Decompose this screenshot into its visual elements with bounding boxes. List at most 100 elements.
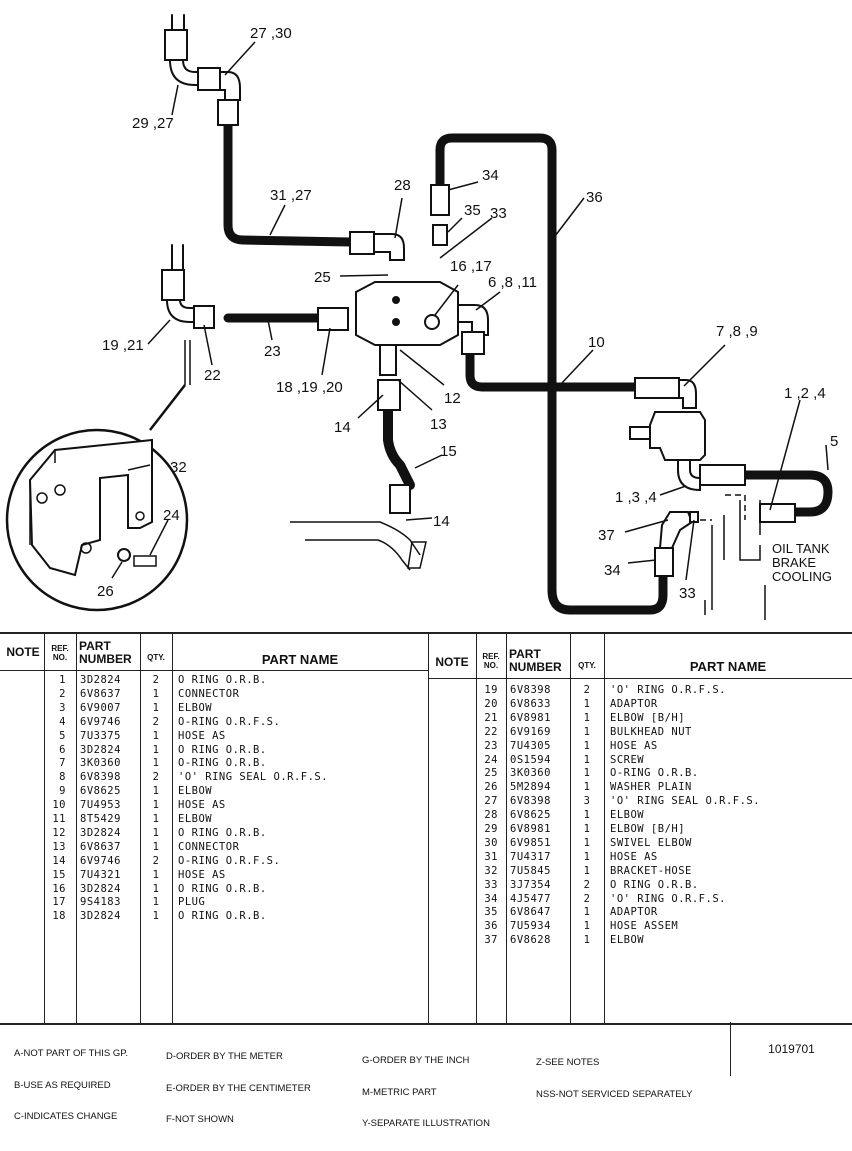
cell-qty: 1 bbox=[152, 826, 160, 839]
cell-qty: 1 bbox=[583, 850, 591, 863]
cell-name: HOSE AS bbox=[178, 729, 226, 742]
elbow-7-8-9 bbox=[678, 379, 697, 409]
legend-z: Z-SEE NOTES bbox=[536, 1057, 600, 1068]
cell-ref: 11 bbox=[52, 813, 66, 825]
legend-col4: Z-SEE NOTES NSS-NOT SERVICED SEPARATELY bbox=[536, 1037, 692, 1121]
fitting-29-27 bbox=[164, 29, 188, 61]
cell-qty: 1 bbox=[152, 813, 160, 825]
cell-name: HOSE AS bbox=[610, 739, 658, 752]
hose-15 bbox=[383, 405, 415, 490]
oil-tank-line1: OIL TANK bbox=[772, 541, 830, 556]
cell-part: 7U4305 bbox=[510, 739, 551, 752]
cell-ref: 9 bbox=[59, 785, 66, 798]
elbow-6-8-11 bbox=[457, 304, 489, 336]
cell-name: CONNECTOR bbox=[178, 840, 240, 853]
fitting-6-8-11b bbox=[461, 331, 485, 355]
cell-part: 6V8625 bbox=[80, 785, 121, 798]
hose-10 bbox=[465, 347, 640, 392]
cell-name: HOSE AS bbox=[610, 850, 658, 863]
cell-part: 8T5429 bbox=[80, 813, 121, 825]
legend: A-NOT PART OF THIS GP. B-USE AS REQUIRED… bbox=[0, 1025, 852, 1128]
cell-qty: 1 bbox=[583, 864, 591, 877]
cell-ref: 22 bbox=[484, 725, 498, 738]
parts-table: NOTE REF. NO. PART NUMBER QTY. PART NAME… bbox=[0, 632, 852, 1025]
header-number: NUMBER bbox=[509, 660, 562, 674]
callout-32: 32 bbox=[170, 459, 187, 476]
cell-ref: 33 bbox=[484, 878, 498, 891]
cell-qty: 1 bbox=[152, 799, 160, 812]
cell-qty: 1 bbox=[152, 687, 160, 700]
callout-14-lower: 14 bbox=[433, 513, 450, 530]
cell-name: HOSE AS bbox=[178, 868, 226, 881]
header-part: PART bbox=[79, 639, 111, 653]
callout-6-8-11: 6 ,8 ,11 bbox=[488, 274, 537, 291]
callout-33: 33 bbox=[490, 205, 507, 222]
frame-clip bbox=[407, 541, 427, 569]
cell-ref: 24 bbox=[484, 753, 498, 766]
fitting-18-20 bbox=[317, 307, 349, 331]
cell-part: 7U3375 bbox=[80, 729, 121, 742]
cell-part: 9S4183 bbox=[80, 896, 121, 909]
col-divider bbox=[604, 634, 605, 1023]
legend-col2: D-ORDER BY THE METER E-ORDER BY THE CENT… bbox=[166, 1031, 311, 1147]
cell-name: 'O' RING O.R.F.S. bbox=[610, 684, 726, 696]
cell-part: 6V8398 bbox=[510, 684, 551, 696]
callout-29-27: 29 ,27 bbox=[132, 115, 174, 132]
cell-qty: 1 bbox=[152, 868, 160, 881]
cell-ref: 13 bbox=[52, 840, 66, 853]
cell-name: HOSE ASSEM bbox=[610, 920, 679, 933]
cell-part: 5M2894 bbox=[510, 781, 551, 794]
cell-part: 3D2824 bbox=[80, 674, 121, 686]
valve-body bbox=[649, 411, 706, 461]
callout-12: 12 bbox=[444, 390, 461, 407]
cell-ref: 21 bbox=[484, 711, 498, 724]
cell-part: 6V9746 bbox=[80, 854, 121, 867]
fitting-14b bbox=[389, 484, 411, 514]
hose-5 bbox=[740, 470, 833, 517]
cell-part: 4J5477 bbox=[510, 892, 551, 905]
fitting-1-2-4 bbox=[759, 503, 796, 523]
legend-nss: NSS-NOT SERVICED SEPARATELY bbox=[536, 1088, 693, 1100]
callout-1-3-4: 1 ,3 ,4 bbox=[615, 489, 657, 506]
cell-name: O-RING O.R.F.S. bbox=[178, 854, 281, 867]
col-divider bbox=[140, 634, 141, 1023]
col-divider bbox=[76, 634, 77, 1023]
cell-qty: 2 bbox=[583, 892, 591, 905]
fitting-35 bbox=[432, 224, 448, 246]
cell-qty: 1 bbox=[152, 910, 160, 923]
cell-name: O RING O.R.B. bbox=[178, 910, 267, 923]
callout-18-19-20: 18 ,19 ,20 bbox=[276, 379, 343, 396]
fitting-1-3-4 bbox=[699, 464, 746, 486]
cell-ref: 17 bbox=[52, 896, 66, 909]
cell-part: 7U4317 bbox=[510, 850, 551, 863]
fitting-7-8-9 bbox=[634, 377, 680, 399]
cell-qty: 1 bbox=[583, 781, 591, 794]
cell-ref: 2 bbox=[59, 687, 66, 700]
cell-qty: 1 bbox=[583, 725, 591, 738]
structure bbox=[149, 340, 766, 620]
cell-name: HOSE AS bbox=[178, 799, 226, 812]
cell-name: O RING O.R.B. bbox=[178, 826, 267, 839]
cell-ref: 6 bbox=[59, 743, 66, 756]
elbow-1-3-4 bbox=[677, 459, 701, 492]
cell-part: 0S1594 bbox=[510, 753, 551, 766]
col-divider bbox=[44, 634, 45, 1023]
hose-36 bbox=[435, 133, 668, 615]
cell-name: ADAPTOR bbox=[610, 697, 658, 710]
bolt-hole-a bbox=[36, 492, 48, 504]
callout-14: 14 bbox=[334, 419, 351, 436]
screw-24 bbox=[133, 555, 157, 567]
legend-g: G-ORDER BY THE INCH bbox=[362, 1055, 470, 1066]
cell-qty: 1 bbox=[583, 823, 591, 835]
callout-1-2-4: 1 ,2 ,4 bbox=[784, 385, 826, 402]
header-ref-no: REF. NO. bbox=[44, 644, 76, 662]
leaders bbox=[111, 41, 829, 581]
washer-26 bbox=[117, 548, 131, 562]
cell-name: SCREW bbox=[610, 753, 645, 766]
cell-name: O RING O.R.B. bbox=[178, 674, 267, 686]
cell-qty: 1 bbox=[583, 906, 591, 919]
cell-qty: 1 bbox=[583, 920, 591, 933]
cell-ref: 19 bbox=[484, 684, 498, 696]
callout-33-lower: 33 bbox=[679, 585, 696, 602]
legend-e: E-ORDER BY THE CENTIMETER bbox=[166, 1082, 311, 1094]
